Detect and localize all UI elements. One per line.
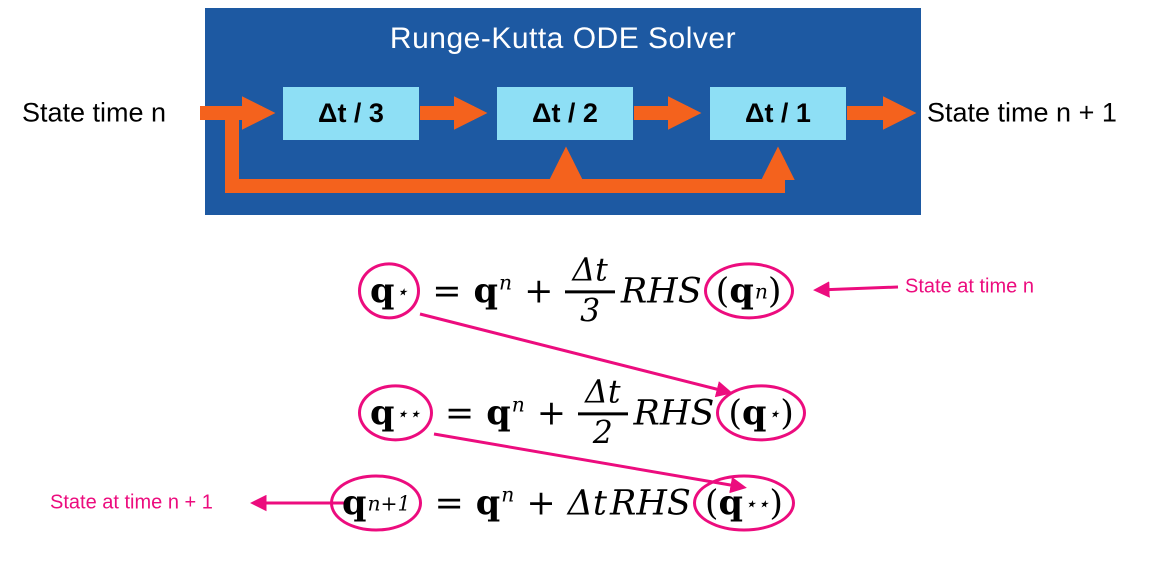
close-paren: ) [767, 271, 782, 311]
equals-sign: = [434, 483, 464, 523]
output-state-label: State time n + 1 [927, 97, 1117, 128]
coefficient-dt: Δt [567, 483, 607, 523]
arg-base: q [718, 482, 743, 524]
fraction-numerator: Δt [565, 253, 615, 293]
highlight-circle-eq3-arg: (q⋆⋆) [692, 474, 796, 532]
stage-label-dt-over-3: Δt / 3 [318, 98, 384, 128]
stage-box-dt-over-1: Δt / 1 [710, 87, 846, 140]
arrow-state-n-to-eq1 [813, 281, 899, 298]
rhs-function: RHS [633, 393, 715, 433]
state-superscript: n [501, 482, 515, 507]
equals-sign: = [432, 271, 462, 311]
stage-label-dt-over-2: Δt / 2 [532, 98, 598, 128]
stage-label-dt-over-1: Δt / 1 [745, 98, 811, 128]
state-at-time-n-label: State at time n [905, 275, 1034, 298]
rhs-function: RHS [610, 483, 691, 523]
state-base: q [486, 392, 511, 434]
equation-2: q⋆⋆ = qn + Δt 2 RHS (q⋆) [358, 375, 806, 450]
panel-title: Runge-Kutta ODE Solver [389, 22, 737, 55]
fraction-denominator: 3 [580, 293, 601, 329]
lhs-term: q [370, 270, 395, 312]
state-at-time-n-plus-1-label: State at time n + 1 [50, 491, 213, 514]
open-paren: ( [704, 483, 719, 523]
fraction-denominator: 2 [592, 415, 613, 451]
arg-base: q [742, 392, 767, 434]
lhs-term: q [342, 482, 367, 524]
plus-sign: + [526, 483, 556, 523]
lhs-term: q [370, 392, 395, 434]
stage-box-dt-over-3: Δt / 3 [283, 87, 419, 140]
state-term: qn [476, 483, 515, 524]
open-paren: ( [715, 271, 730, 311]
fraction-numerator: Δt [578, 375, 628, 415]
close-paren: ) [769, 483, 784, 523]
state-superscript: n [499, 270, 513, 295]
state-base: q [473, 270, 498, 312]
state-superscript: n [511, 392, 525, 417]
arg-base: q [729, 270, 754, 312]
highlight-circle-eq2-arg: (q⋆) [716, 384, 806, 442]
input-state-label: State time n [22, 97, 167, 128]
equals-sign: = [444, 393, 475, 433]
highlight-circle-eq2-lhs: q⋆⋆ [358, 384, 433, 442]
plus-sign: + [524, 271, 554, 311]
rhs-function: RHS [620, 271, 702, 311]
stage-box-dt-over-2: Δt / 2 [497, 87, 633, 140]
state-term: qn [486, 393, 525, 434]
state-term: qn [474, 271, 513, 312]
highlight-circle-eq1-lhs: q⋆ [358, 262, 421, 320]
close-paren: ) [780, 393, 794, 433]
fraction-dt-over-2: Δt 2 [578, 375, 628, 451]
plus-sign: + [536, 393, 567, 433]
open-paren: ( [728, 393, 743, 433]
fraction-dt-over-3: Δt 3 [565, 253, 615, 329]
state-base: q [475, 482, 501, 524]
